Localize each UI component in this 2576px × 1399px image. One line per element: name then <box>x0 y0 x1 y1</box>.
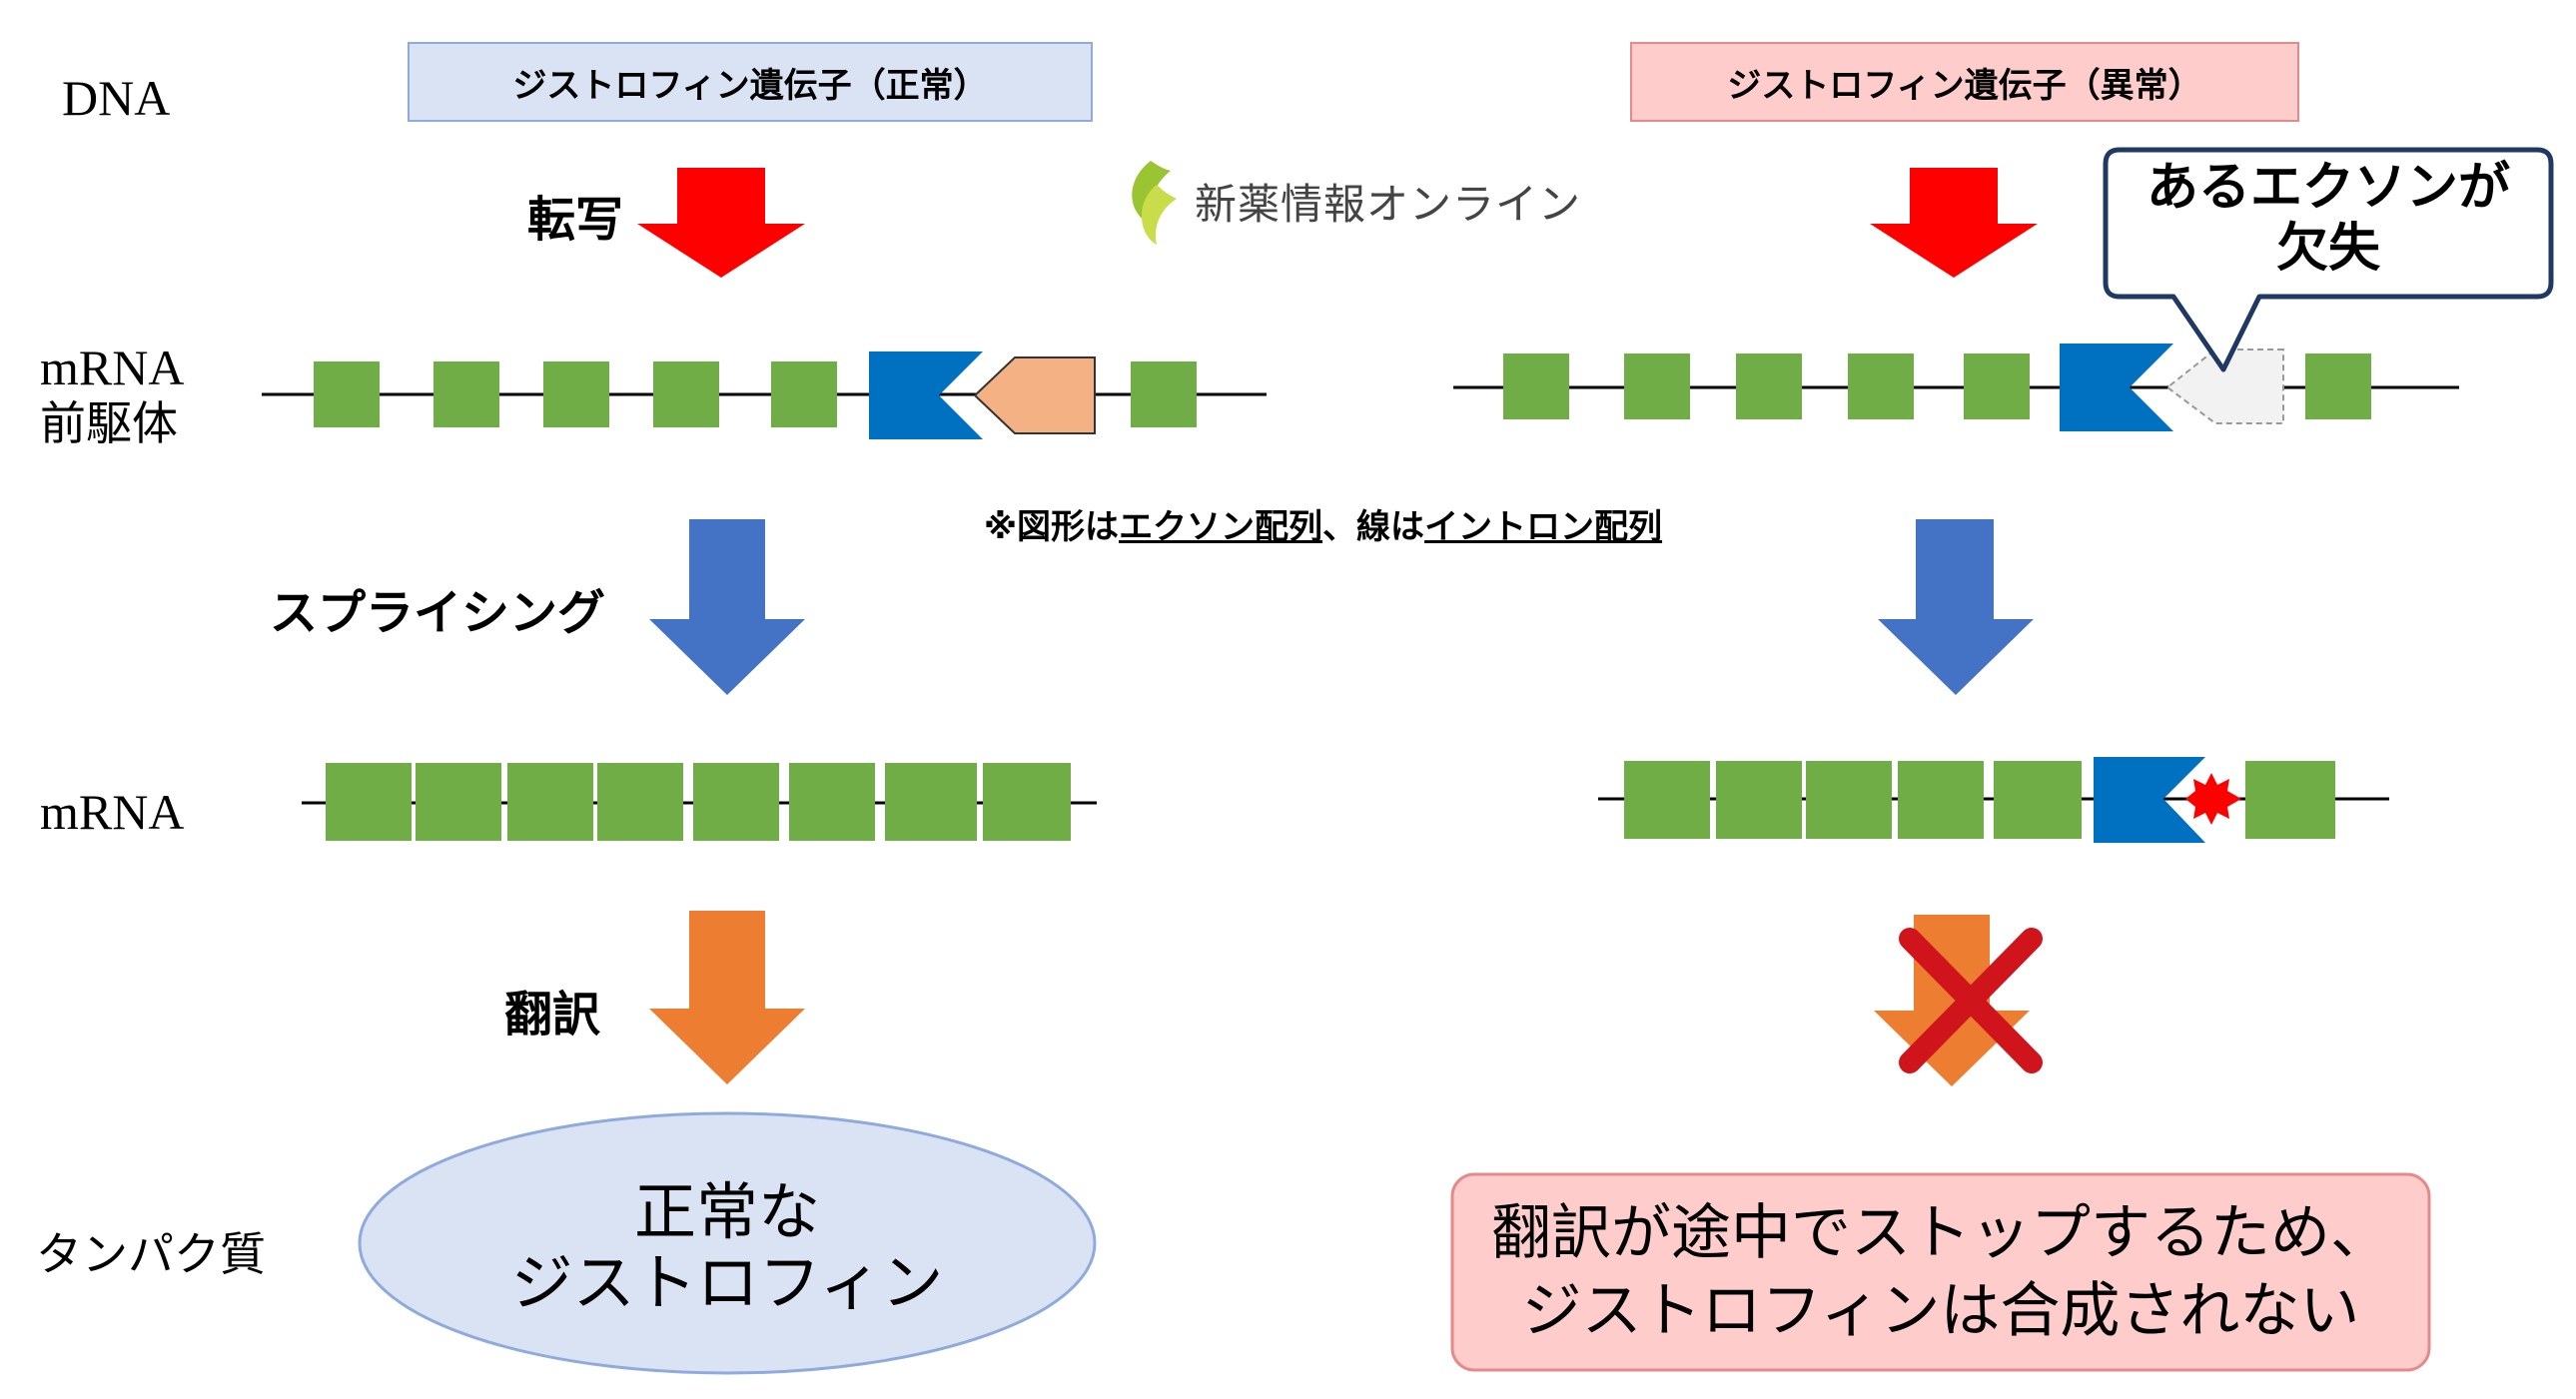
step-label-translation: 翻訳 <box>504 987 601 1043</box>
translation-arrow-normal <box>649 911 805 1084</box>
legend-note-exon: エクソン配列 <box>1119 507 1323 547</box>
abnormal-result-line2: ジストロフィンは合成されない <box>1521 1276 2360 1346</box>
exon-abnormal-4 <box>1848 353 1914 419</box>
mrna-exon-normal-6 <box>789 763 875 841</box>
logo: 新薬情報オンライン <box>1117 155 1581 247</box>
translation-arrow-abnormal <box>1874 915 2030 1086</box>
transcription-arrow-abnormal <box>1870 168 2038 278</box>
splicing-arrow-abnormal <box>1878 519 2034 695</box>
mrna-exon-abnormal-7 <box>2245 761 2335 839</box>
exon-abnormal-3 <box>1736 353 1802 419</box>
row-label-mrna: mRNA <box>40 784 185 840</box>
normal-protein-ellipse <box>358 1111 1097 1375</box>
normal-protein-line1: 正常な <box>633 1175 820 1248</box>
row-label-pre-mrna: mRNA 前駆体 <box>40 340 184 449</box>
mrna-exon-normal-2 <box>416 763 501 841</box>
mutation-burst-icon <box>2185 773 2241 825</box>
exon-normal-4 <box>653 361 719 427</box>
mrna-exon-normal-4 <box>597 763 683 841</box>
step-label-splicing: スプライシング <box>270 585 606 641</box>
mrna-exon-abnormal-blue <box>2094 757 2205 843</box>
legend-note-prefix: ※図形は <box>984 507 1120 547</box>
exon-abnormal-blue <box>2060 344 2173 431</box>
legend-note: ※図形はエクソン配列、線はイントロン配列 <box>984 499 1662 548</box>
mrna-exon-abnormal-2 <box>1716 761 1802 839</box>
transcription-arrow-normal <box>637 168 805 278</box>
mrna-exon-abnormal-3 <box>1806 761 1892 839</box>
exon-normal-blue <box>869 351 983 439</box>
exon-abnormal-7 <box>2305 353 2371 419</box>
mrna-exon-abnormal-4 <box>1898 761 1984 839</box>
abnormal-gene-title: ジストロフィン遺伝子（異常） <box>1630 42 2299 122</box>
legend-note-middle: 、線は <box>1322 507 1425 547</box>
abnormal-result-box <box>1450 1172 2431 1372</box>
exon-normal-5 <box>771 361 837 427</box>
row-label-pre-mrna-line1: mRNA <box>40 340 185 395</box>
exon-normal-salmon <box>973 356 1096 434</box>
abnormal-result-line1: 翻訳が途中でストップするため、 <box>1491 1198 2390 1268</box>
row-label-pre-mrna-line2: 前駆体 <box>40 395 178 450</box>
exon-abnormal-5 <box>1964 353 2030 419</box>
callout-bubble <box>2103 147 2554 372</box>
mrna-exon-normal-8 <box>983 763 1071 841</box>
legend-note-intron: イントロン配列 <box>1424 507 1663 547</box>
normal-gene-title: ジストロフィン遺伝子（正常） <box>408 42 1093 122</box>
logo-text: 新薬情報オンライン <box>1195 179 1582 229</box>
exon-abnormal-deleted <box>2165 349 2284 424</box>
exon-normal-3 <box>543 361 609 427</box>
mrna-exon-normal-3 <box>507 763 593 841</box>
step-label-transcription: 転写 <box>527 192 624 248</box>
blocked-cross-icon <box>1899 928 2043 1073</box>
row-label-dna: DNA <box>62 70 171 126</box>
exon-normal-7 <box>1131 361 1197 427</box>
normal-protein-text: 正常な ジストロフィン <box>360 1176 1095 1319</box>
splicing-arrow-normal <box>649 519 805 695</box>
mrna-exon-normal-7 <box>885 763 977 841</box>
mrna-exon-abnormal-1 <box>1624 761 1710 839</box>
row-label-protein: タンパク質 <box>36 1227 266 1281</box>
mrna-exon-normal-1 <box>326 763 412 841</box>
mrna-exon-abnormal-5 <box>1994 761 2082 839</box>
callout-text: あるエクソンが 欠失 <box>2106 158 2551 281</box>
exon-abnormal-2 <box>1624 353 1690 419</box>
leaf-icon <box>1132 161 1177 245</box>
exon-normal-2 <box>433 361 499 427</box>
exon-normal-1 <box>314 361 380 427</box>
abnormal-result-text: 翻訳が途中でストップするため、 ジストロフィンは合成されない <box>1452 1194 2429 1350</box>
exon-abnormal-1 <box>1503 353 1569 419</box>
callout-line1: あるエクソンが <box>2146 158 2510 218</box>
mrna-exon-normal-5 <box>693 763 779 841</box>
callout-line2: 欠失 <box>2275 219 2380 280</box>
normal-protein-line2: ジストロフィン <box>510 1246 944 1320</box>
